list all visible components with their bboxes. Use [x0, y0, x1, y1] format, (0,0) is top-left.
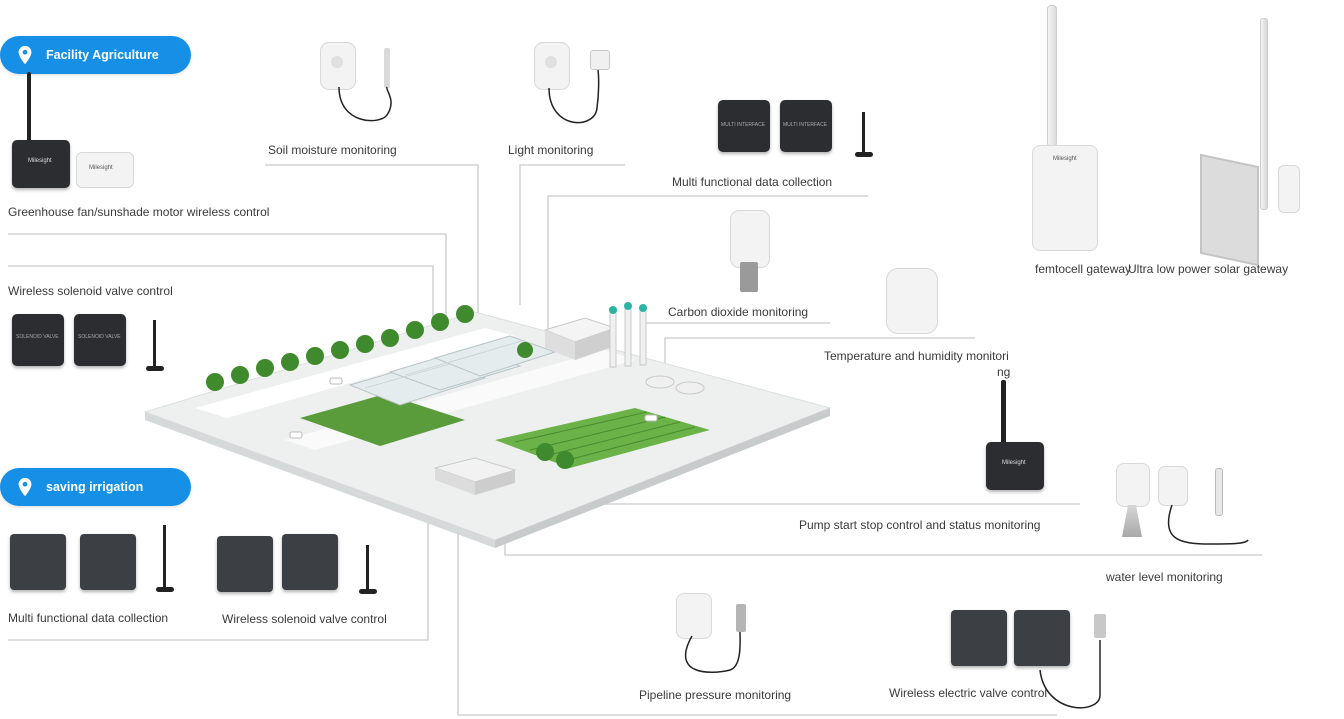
electric-valve-controller-device [951, 610, 1007, 666]
label-carbon-dioxide: Carbon dioxide monitoring [668, 305, 809, 319]
water-level-sensor-device [1158, 466, 1188, 506]
line-irrigation [8, 500, 429, 641]
device-panel-text: SOLENOID VALVE [78, 334, 121, 340]
solar-data-collector-device [80, 534, 136, 590]
label-multi-data-top: Multi functional data collection [672, 175, 833, 189]
light-probe-icon [590, 50, 610, 70]
pump-controller-device: Milesight [986, 442, 1044, 490]
label-pipeline-pressure: Pipeline pressure monitoring [639, 688, 792, 702]
label-pump: Pump start stop control and status monit… [799, 518, 1041, 532]
greenhouse-controller-device: Milesight [12, 140, 70, 188]
label-electric-valve: Wireless electric valve control [889, 686, 1048, 700]
pressure-probe-icon [736, 604, 746, 632]
sensor-cable [548, 69, 600, 124]
sensor-cable [338, 86, 392, 122]
brand-logo: Milesight [1053, 156, 1077, 162]
brand-logo: Milesight [89, 165, 113, 171]
label-temperature-humidity-wrap: ng [997, 365, 1011, 379]
sensor-face [331, 56, 343, 68]
label-greenhouse-fan: Greenhouse fan/sunshade motor wireless c… [8, 205, 270, 219]
line-fan [8, 233, 447, 318]
soil-probe-icon [384, 48, 390, 88]
device-panel-text: MULTI INTERFACE [721, 122, 766, 128]
water-level-probe-icon [1122, 505, 1142, 537]
label-light: Light monitoring [508, 143, 594, 157]
sensor-cable [684, 631, 741, 674]
solar-panel-icon [1200, 153, 1259, 267]
category-label: Facility Agriculture [46, 48, 159, 62]
antenna-icon [27, 72, 31, 144]
antenna-base [146, 366, 164, 371]
antenna-icon [163, 525, 166, 587]
antenna-icon [862, 112, 865, 154]
white-sensor-device: Milesight [76, 152, 134, 188]
device-panel-text: MULTI INTERFACE [783, 122, 828, 128]
sensor-cable [1167, 504, 1249, 545]
pressure-sensor-device [676, 593, 712, 639]
label-multi-data-bottom: Multi functional data collection [8, 611, 169, 625]
co2-sensor-device [730, 210, 770, 268]
solar-gateway-device [1278, 165, 1300, 213]
valve-cable [1039, 640, 1101, 709]
antenna-base [855, 152, 873, 157]
water-level-sensor-device [1116, 463, 1150, 507]
label-water-level: water level monitoring [1106, 570, 1223, 584]
line-multi-top [547, 195, 868, 330]
electric-valve-controller-device [1014, 610, 1070, 666]
co2-probe-icon [740, 262, 758, 292]
multi-interface-device: MULTI INTERFACE [718, 100, 770, 152]
smart-farm-illustration [143, 302, 832, 548]
location-pin-icon [18, 477, 32, 497]
antenna-icon [1001, 380, 1006, 446]
label-solar-gateway: Ultra low power solar gateway [1128, 262, 1289, 276]
line-temp [664, 337, 975, 370]
antenna-base [359, 589, 377, 594]
antenna-icon [153, 320, 156, 368]
line-light [519, 164, 625, 305]
gateway-antenna-icon [1260, 18, 1268, 210]
line-pipeline [457, 510, 1057, 716]
label-solenoid-top: Wireless solenoid valve control [8, 284, 173, 298]
valve-connector-icon [1094, 614, 1106, 638]
category-facility-agriculture: Facility Agriculture [0, 36, 191, 74]
label-femtocell: femtocell gateway [1035, 262, 1132, 276]
solenoid-controller-device: SOLENOID VALVE [74, 314, 126, 366]
multi-interface-device: MULTI INTERFACE [780, 100, 832, 152]
solar-valve-controller-device [217, 536, 273, 592]
label-solenoid-bottom: Wireless solenoid valve control [222, 612, 387, 626]
location-pin-icon [18, 45, 32, 65]
solar-data-collector-device [10, 534, 66, 590]
label-temperature-humidity: Temperature and humidity monitori [824, 349, 1009, 363]
brand-logo: Milesight [28, 158, 52, 164]
gateway-antenna-icon [1047, 5, 1057, 147]
solar-valve-controller-device [282, 534, 338, 590]
line-soil [265, 164, 479, 320]
category-label: saving irrigation [46, 480, 144, 494]
femtocell-gateway-device: Milesight [1032, 145, 1098, 251]
category-saving-irrigation: saving irrigation [0, 468, 191, 506]
antenna-icon [366, 545, 369, 589]
line-solenoid-top [8, 265, 434, 330]
label-soil-moisture: Soil moisture monitoring [268, 143, 397, 157]
device-panel-text: SOLENOID VALVE [16, 334, 59, 340]
level-probe-icon [1215, 468, 1223, 516]
sensor-face [545, 56, 557, 68]
antenna-base [156, 587, 174, 592]
brand-logo: Milesight [1002, 460, 1026, 466]
temperature-humidity-sensor-device [886, 268, 938, 334]
solenoid-controller-device: SOLENOID VALVE [12, 314, 64, 366]
